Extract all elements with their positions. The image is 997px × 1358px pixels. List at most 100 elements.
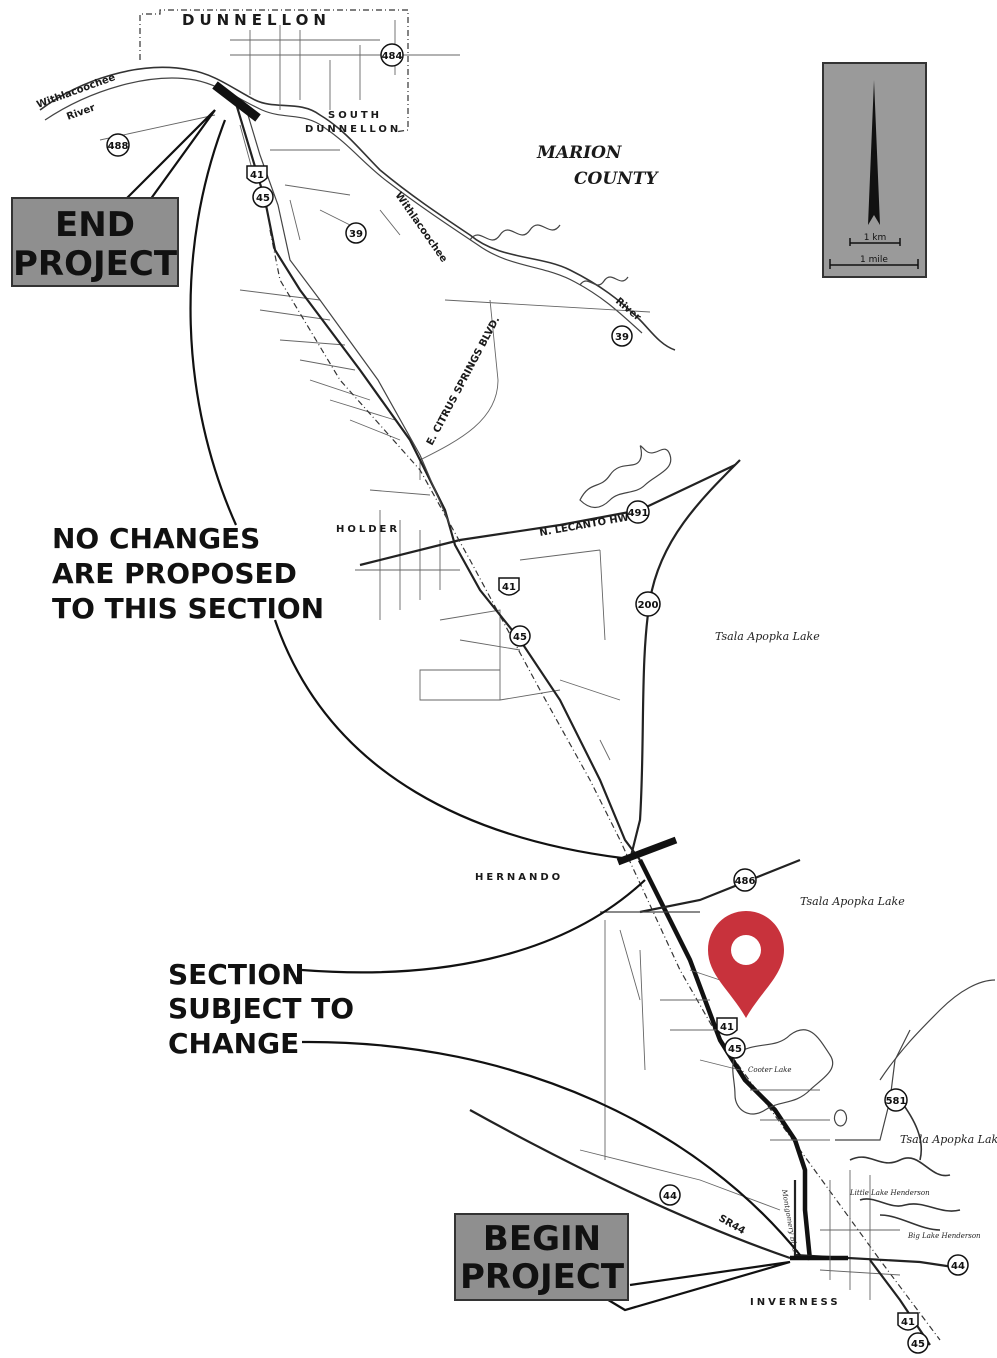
withlacoochee-river-label-1: Withlacoochee <box>35 72 117 111</box>
subject-text-3: CHANGE <box>168 1027 299 1060</box>
shield-484: 484 <box>380 43 404 67</box>
svg-text:488: 488 <box>108 141 129 152</box>
svg-text:39: 39 <box>615 332 629 343</box>
no-changes-leader-top <box>189 119 238 526</box>
south-dunnellon-label-2: DUNNELLON <box>305 124 401 135</box>
svg-text:44: 44 <box>663 1191 677 1202</box>
marion-county-label-1: MARION <box>536 143 623 163</box>
subject-text-2: SUBJECT TO <box>168 992 354 1025</box>
svg-text:484: 484 <box>382 51 403 62</box>
tsala-apopka-lake-label-3: Tsala Apopka Lake <box>900 1133 997 1146</box>
subject-leader-top <box>301 879 646 974</box>
end-project-text-2: PROJECT <box>13 244 178 284</box>
us-41-north-parallel <box>244 104 451 526</box>
shield-45-middle: 45 <box>509 625 531 647</box>
svg-text:45: 45 <box>911 1339 925 1350</box>
end-project-callout: END PROJECT <box>11 197 179 287</box>
withlacoochee-river-bank <box>44 77 643 334</box>
river-squiggle <box>469 224 629 286</box>
sr-44-east <box>847 1256 961 1270</box>
scale-box: N 1 km 1 mile <box>822 62 927 278</box>
inverness-label: INVERNESS <box>750 1297 841 1308</box>
sr44-label: SR44 <box>717 1213 747 1237</box>
no-changes-leader-bottom <box>273 619 623 860</box>
hernando-streets <box>579 920 901 1300</box>
svg-text:44: 44 <box>951 1261 965 1272</box>
svg-text:41: 41 <box>250 170 264 181</box>
no-changes-text-3: TO THIS SECTION <box>52 592 324 625</box>
shield-44-east: 44 <box>947 1254 969 1276</box>
shield-39-east: 39 <box>611 325 633 347</box>
svg-text:45: 45 <box>728 1044 742 1055</box>
rail-line <box>269 229 941 1341</box>
tsala-apopka-lake-label-1: Tsala Apopka Lake <box>715 630 820 643</box>
svg-text:45: 45 <box>513 632 527 643</box>
marion-county-label-2: COUNTY <box>574 169 659 189</box>
cooter-lake <box>732 1029 834 1115</box>
east-lakes <box>849 1099 961 1231</box>
sr-581 <box>835 1029 911 1141</box>
svg-text:200: 200 <box>638 600 659 611</box>
big-lake-henderson-label: Big Lake Henderson <box>907 1232 981 1240</box>
us-41-north <box>233 99 641 861</box>
n-lecanto-hwy-label: N. LECANTO HWY. <box>539 511 639 539</box>
end-project-tick <box>212 81 261 122</box>
shield-41-south: 41 <box>716 1017 738 1036</box>
km-label: 1 km <box>864 233 887 243</box>
city-boundary <box>139 9 409 133</box>
km-scale-bar <box>849 238 901 246</box>
no-changes-text-2: ARE PROPOSED <box>52 557 297 590</box>
shield-488: 488 <box>106 133 130 157</box>
shield-45-north: 45 <box>252 186 274 208</box>
sr-44 <box>469 1109 791 1260</box>
route-shields: 484 488 41 45 39 39 491 41 45 200 486 41… <box>106 43 969 1354</box>
project-section <box>637 858 813 1261</box>
shield-39-west: 39 <box>345 222 367 244</box>
svg-text:45: 45 <box>256 193 270 204</box>
hernando-tick <box>616 836 678 866</box>
svg-text:41: 41 <box>502 582 516 593</box>
dunnellon-label: DUNNELLON <box>182 11 331 29</box>
shield-200: 200 <box>635 591 661 617</box>
north-arrow-icon <box>868 80 880 225</box>
no-changes-text-1: NO CHANGES <box>52 522 260 555</box>
subject-text-1: SECTION <box>168 958 305 991</box>
shield-41-inverness: 41 <box>897 1312 919 1331</box>
tsala-east-shore <box>879 979 996 1081</box>
shield-41-middle: 41 <box>498 577 520 596</box>
withlacoochee-river <box>39 66 676 351</box>
n-lecanto-hwy <box>359 464 736 567</box>
svg-text:41: 41 <box>720 1022 734 1033</box>
shield-44-west: 44 <box>659 1184 681 1206</box>
shield-486: 486 <box>733 868 757 892</box>
cr-486 <box>639 858 801 914</box>
north-letter: N <box>871 148 878 158</box>
map-pin-icon[interactable] <box>708 911 784 1018</box>
shield-491: 491 <box>626 500 650 524</box>
end-leader <box>124 109 216 201</box>
south-dunnellon-label-1: SOUTH <box>328 110 382 121</box>
river-label: River <box>613 296 643 323</box>
shield-581: 581 <box>884 1088 908 1112</box>
mile-scale-bar <box>829 259 919 269</box>
shield-41-north: 41 <box>246 165 268 184</box>
begin-project-text-2: PROJECT <box>460 1257 625 1297</box>
end-project-text-1: END <box>55 205 135 245</box>
mile-label: 1 mile <box>860 255 888 265</box>
svg-text:486: 486 <box>735 876 756 887</box>
shield-45-inverness: 45 <box>907 1332 929 1354</box>
cooter-lake-label: Cooter Lake <box>748 1066 792 1074</box>
svg-text:39: 39 <box>349 229 363 240</box>
begin-project-callout: BEGIN PROJECT <box>454 1213 629 1301</box>
montgomery-blvd <box>793 1180 846 1260</box>
tsala-apopka-lake-label-2: Tsala Apopka Lake <box>800 895 905 908</box>
svg-text:491: 491 <box>628 508 649 519</box>
svg-text:581: 581 <box>886 1096 907 1107</box>
little-lake-henderson-label: Little Lake Henderson <box>849 1189 930 1197</box>
hernando-label: HERNANDO <box>475 872 563 883</box>
subject-leader-bottom <box>301 1040 801 1256</box>
holder-label: HOLDER <box>336 524 400 535</box>
lake-pond <box>833 1109 848 1127</box>
montgomery-blvd-label: Montgomery Blvd <box>780 1188 799 1253</box>
